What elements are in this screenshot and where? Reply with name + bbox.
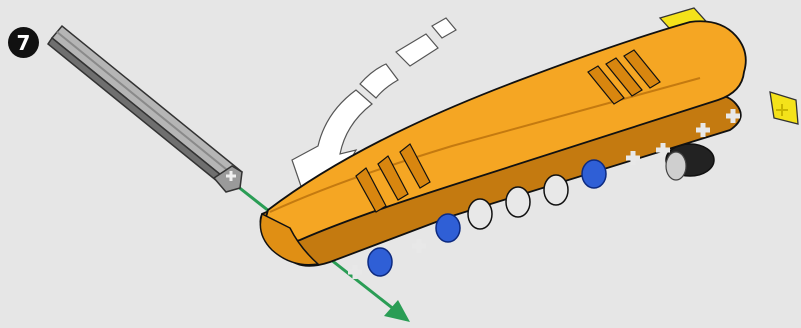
technic-axle xyxy=(48,26,242,192)
wheel xyxy=(666,144,714,180)
